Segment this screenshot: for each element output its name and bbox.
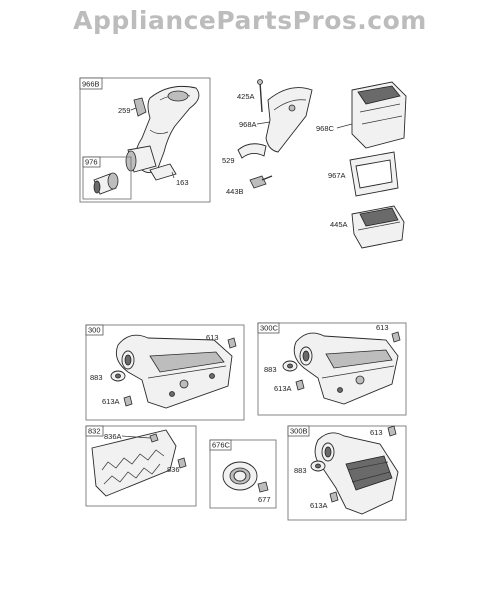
tag-676C: 676C <box>212 441 231 450</box>
gasket-163-part[interactable] <box>149 163 177 181</box>
bolt-425A[interactable]: 425A <box>237 79 263 113</box>
label-613A: 613A <box>102 397 120 406</box>
tag-832: 832 <box>88 427 101 436</box>
bolt-613-part[interactable] <box>391 331 401 343</box>
label-259: 259 <box>118 106 131 115</box>
air-cleaner-assembly-300-part[interactable] <box>115 334 233 409</box>
screw-677-part[interactable] <box>257 481 269 493</box>
label-613: 613 <box>376 323 389 332</box>
label-968A: 968A <box>239 120 257 129</box>
air-cleaner-cover-968C[interactable]: 968C <box>316 81 407 149</box>
bolt-613A-part[interactable] <box>295 379 305 391</box>
label-967A: 967A <box>328 171 346 180</box>
group-300: 300 883 613 613A <box>85 324 245 421</box>
label-613A: 613A <box>274 384 292 393</box>
tag-300C: 300C <box>260 324 279 333</box>
label-968C: 968C <box>316 124 335 133</box>
label-883: 883 <box>90 373 103 382</box>
bolt-613-part[interactable] <box>387 425 397 437</box>
cover-968A[interactable]: 968A <box>239 87 313 153</box>
bolt-613A-part[interactable] <box>329 491 339 503</box>
bolt-613A-part[interactable] <box>123 395 133 407</box>
label-425A: 425A <box>237 92 255 101</box>
label-613: 613 <box>206 333 219 342</box>
screw-836A-part[interactable] <box>149 433 159 443</box>
screw-836-part[interactable] <box>177 457 187 469</box>
air-filter-445A[interactable]: 445A <box>330 205 405 249</box>
precleaner-967A[interactable]: 967A <box>328 151 399 197</box>
group-300B: 300B 883 613 613A <box>287 425 407 521</box>
group-676C: 676C 677 <box>209 439 277 509</box>
tag-976: 976 <box>85 158 98 167</box>
tag-300B: 300B <box>290 427 308 436</box>
air-cleaner-assembly-300C-part[interactable] <box>293 332 399 405</box>
label-836: 836 <box>167 465 180 474</box>
label-443B: 443B <box>226 187 244 196</box>
label-836A: 836A <box>104 432 122 441</box>
label-445A: 445A <box>330 220 348 229</box>
group-966B: 966B 259 163 976 <box>79 77 211 203</box>
tag-300: 300 <box>88 326 101 335</box>
label-613: 613 <box>370 428 383 437</box>
group-300C: 300C 883 613 613A <box>257 322 407 416</box>
watermark-logo: AppliancePartsPros.com <box>73 6 427 35</box>
tag-966B: 966B <box>82 80 100 89</box>
bolt-613-part[interactable] <box>227 337 237 349</box>
clip-259-part[interactable] <box>133 97 147 117</box>
tube-529[interactable]: 529 <box>222 143 267 165</box>
label-677: 677 <box>258 495 271 504</box>
label-883: 883 <box>294 466 307 475</box>
label-163: 163 <box>176 178 189 187</box>
label-613A: 613A <box>310 501 328 510</box>
heat-shield-832-part[interactable] <box>91 429 177 497</box>
label-883: 883 <box>264 365 277 374</box>
label-529: 529 <box>222 156 235 165</box>
group-832: 832 836A 836 <box>85 425 197 507</box>
screw-443B[interactable]: 443B <box>226 175 273 196</box>
